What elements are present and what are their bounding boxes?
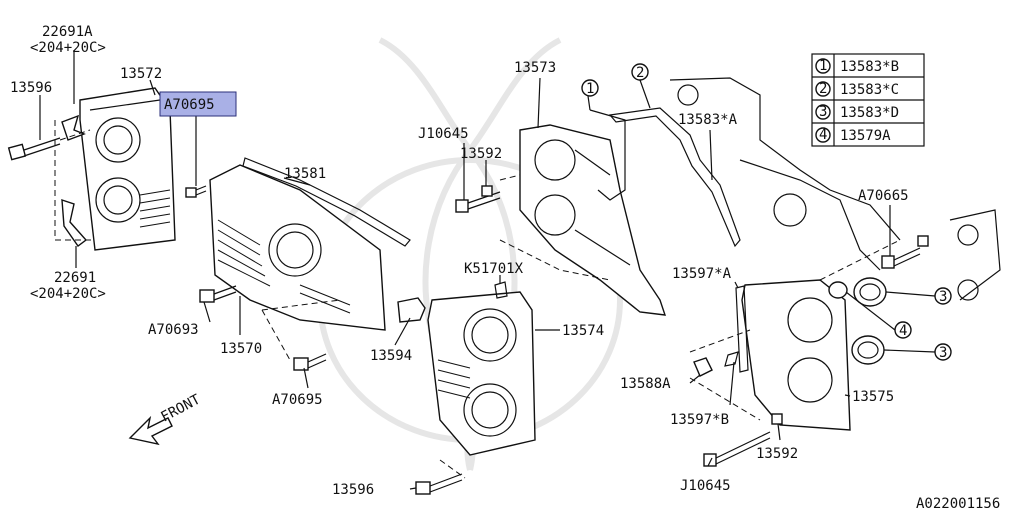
label-13597b[interactable]: 13597*B (670, 412, 729, 428)
legend-callout-4 (815, 127, 831, 143)
washer-13592-bottom (771, 413, 783, 425)
label-a70695-bottom[interactable]: A70695 (272, 392, 323, 408)
callout-3b[interactable]: 3 (934, 343, 952, 361)
bracket-13594 (397, 297, 426, 323)
svg-text:3: 3 (939, 289, 947, 305)
bolt-a70693 (199, 285, 237, 303)
washer-4 (828, 281, 848, 299)
legend-part-number[interactable]: 13579A (840, 128, 891, 144)
callout-4[interactable]: 4 (894, 321, 912, 339)
label-22691a[interactable]: 22691A (42, 24, 93, 40)
bolt-13596-bottom (415, 473, 463, 495)
inner-cover-13570 (209, 164, 386, 331)
bolt-a70695-bottom (293, 353, 327, 371)
svg-text:4: 4 (899, 323, 907, 339)
seal-13597a (735, 285, 749, 373)
label-a70665[interactable]: A70665 (858, 188, 909, 204)
legend-callout-3 (815, 104, 831, 120)
gasket-1 (589, 109, 626, 201)
label-13597a[interactable]: 13597*A (672, 266, 732, 282)
front-label: FRONT (158, 391, 203, 425)
svg-text:3: 3 (939, 345, 947, 361)
callout-1[interactable]: 1 (581, 79, 599, 97)
seal-k51701x (494, 281, 508, 299)
label-22691[interactable]: 22691 (54, 270, 96, 286)
label-13588a[interactable]: 13588A (620, 376, 671, 392)
label-22691a-note: <204+20C> (30, 40, 106, 56)
diagram-id: A022001156 (916, 496, 1000, 512)
seal-22691a (61, 114, 86, 141)
bolt-a70695-top (185, 185, 207, 198)
label-13581[interactable]: 13581 (284, 166, 326, 182)
bolt-j10645-bottom (703, 431, 771, 467)
label-13583a[interactable]: 13583*A (678, 112, 738, 128)
plate-13588a (693, 357, 713, 377)
outer-cover-13574 (427, 291, 536, 456)
bolt-13596-top (7, 137, 61, 161)
oil-seal-3b (851, 335, 885, 365)
legend-part-number[interactable]: 13583*B (840, 59, 899, 75)
label-a70693[interactable]: A70693 (148, 322, 199, 338)
label-13596-top[interactable]: 13596 (10, 80, 52, 96)
label-13573[interactable]: 13573 (514, 60, 556, 76)
label-j10645-top[interactable]: J10645 (418, 126, 469, 142)
legend-callout-1 (815, 58, 831, 74)
belt-cover-lh-13572 (79, 87, 176, 251)
legend-number: 3 (819, 104, 827, 120)
legend-number: 1 (819, 58, 827, 74)
gasket-13581 (242, 157, 411, 247)
label-13570[interactable]: 13570 (220, 341, 262, 357)
label-13575[interactable]: 13575 (852, 389, 894, 405)
label-13596-bottom[interactable]: 13596 (332, 482, 374, 498)
label-13594[interactable]: 13594 (370, 348, 412, 364)
bolt-j10645-top (455, 191, 501, 213)
label-j10645-bottom[interactable]: J10645 (680, 478, 731, 494)
washer-13592-top (481, 185, 493, 197)
legend-number: 2 (819, 81, 827, 97)
callout-3a[interactable]: 3 (934, 287, 952, 305)
legend-callout-2 (815, 81, 831, 97)
svg-text:2: 2 (636, 65, 644, 81)
front-arrow-icon: FRONT (128, 391, 204, 446)
inner-cover-13573 (519, 124, 667, 316)
gasket-2 (608, 107, 741, 248)
bolt-a70665 (881, 235, 929, 269)
label-13592-top[interactable]: 13592 (460, 146, 502, 162)
seal-22691 (61, 199, 88, 247)
label-13574[interactable]: 13574 (562, 323, 604, 339)
leader-lines (39, 50, 936, 490)
highlight-box (159, 91, 237, 117)
legend-part-number[interactable]: 13583*D (840, 105, 899, 121)
legend-number: 4 (819, 127, 827, 143)
callout-2[interactable]: 2 (631, 63, 649, 81)
label-13572[interactable]: 13572 (120, 66, 162, 82)
outer-cover-13575 (741, 279, 851, 431)
svg-text:1: 1 (586, 81, 594, 97)
legend-part-number[interactable]: 13583*C (840, 82, 899, 98)
label-a70695-highlighted[interactable]: A70695 (164, 97, 215, 113)
label-13592-bottom[interactable]: 13592 (756, 446, 798, 462)
seal-13597b (724, 351, 739, 367)
label-22691-note: <204+20C> (30, 286, 106, 302)
label-k51701x[interactable]: K51701X (464, 261, 524, 277)
legend-table: 1 13583*B 2 13583*C 3 13583*D 4 13579A (811, 53, 925, 147)
